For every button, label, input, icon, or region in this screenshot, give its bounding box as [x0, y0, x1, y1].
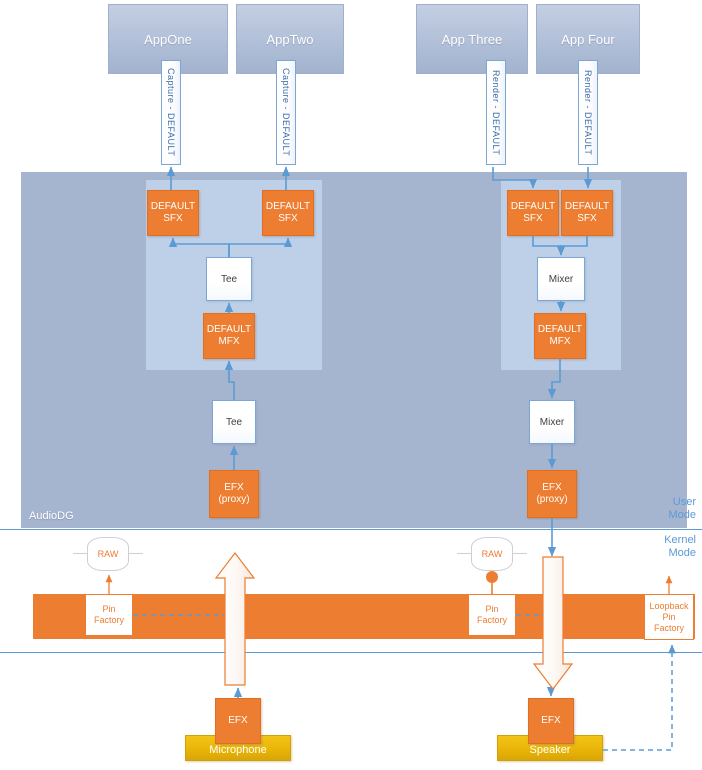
- raw-node-render[interactable]: RAW: [471, 537, 513, 571]
- box-line-1: EFX: [224, 482, 244, 493]
- box-line-1: EFX: [541, 715, 561, 726]
- raw-label: RAW: [481, 549, 503, 559]
- endpoint-strip-render-appfour[interactable]: Render - DEFAULT: [578, 60, 598, 165]
- user-kernel-boundary-line-bottom: [0, 652, 702, 653]
- raw-render-stub-right: [513, 553, 527, 554]
- app-label: AppOne: [144, 31, 192, 47]
- raw-render-connector-dot: [486, 571, 498, 583]
- pin-line-2: Factory: [93, 615, 124, 625]
- box-line-1: DEFAULT: [265, 201, 311, 212]
- render-mixer-outer[interactable]: Mixer: [529, 400, 575, 444]
- kernel-mode-line-2: Mode: [668, 547, 696, 559]
- box-label: Mixer: [539, 416, 565, 428]
- audiodg-label: AudioDG: [29, 510, 74, 522]
- device-speaker[interactable]: Speaker: [497, 735, 603, 761]
- capture-default-sfx-right[interactable]: DEFAULT SFX: [262, 190, 314, 236]
- capture-default-sfx-left[interactable]: DEFAULT SFX: [147, 190, 199, 236]
- device-label: Microphone: [209, 744, 267, 756]
- raw-label: RAW: [97, 549, 119, 559]
- app-box-appthree[interactable]: App Three: [416, 4, 528, 74]
- raw-node-capture[interactable]: RAW: [87, 537, 129, 571]
- box-line-2: (proxy): [536, 494, 568, 505]
- raw-capture-block-arrow: [214, 552, 256, 686]
- user-kernel-boundary-line-top: [0, 529, 702, 530]
- pin-line-1: Pin: [485, 604, 499, 614]
- app-label: AppTwo: [266, 31, 314, 47]
- microphone-efx[interactable]: EFX: [215, 698, 261, 744]
- speaker-efx[interactable]: EFX: [528, 698, 574, 744]
- box-label: Tee: [220, 273, 238, 285]
- user-mode-line-2: Mode: [668, 509, 696, 521]
- box-line-2: SFX: [163, 213, 183, 224]
- box-label: Tee: [225, 416, 243, 428]
- box-line-1: EFX: [228, 715, 248, 726]
- raw-render-block-arrow: [532, 556, 574, 690]
- device-label: Speaker: [529, 744, 571, 756]
- capture-tee-outer[interactable]: Tee: [212, 400, 256, 444]
- user-mode-label: User Mode: [640, 496, 696, 522]
- loopback-line-1: Loopback: [649, 600, 689, 611]
- endpoint-strip-capture-appone[interactable]: Capture - DEFAULT: [161, 60, 181, 165]
- box-line-2: SFX: [577, 213, 597, 224]
- endpoint-strip-render-appthree[interactable]: Render - DEFAULT: [486, 60, 506, 165]
- capture-tee-inner[interactable]: Tee: [206, 257, 252, 301]
- endpoint-label: Render - DEFAULT: [583, 69, 593, 156]
- box-line-1: DEFAULT: [564, 201, 610, 212]
- box-label: Mixer: [548, 273, 574, 285]
- endpoint-label: Capture - DEFAULT: [281, 68, 291, 157]
- loopback-line-3: Factory: [653, 622, 684, 633]
- render-mixer-inner[interactable]: Mixer: [537, 257, 585, 301]
- render-default-mfx[interactable]: DEFAULT MFX: [534, 313, 586, 359]
- endpoint-label: Render - DEFAULT: [491, 69, 501, 156]
- box-line-1: DEFAULT: [537, 324, 583, 335]
- endpoint-label: Capture - DEFAULT: [166, 68, 176, 157]
- pin-factory-capture[interactable]: Pin Factory: [85, 594, 133, 636]
- raw-capture-stub-left: [73, 553, 87, 554]
- raw-capture-stub-right: [129, 553, 143, 554]
- box-line-2: SFX: [523, 213, 543, 224]
- raw-render-stub-left: [457, 553, 471, 554]
- loopback-line-2: Pin: [662, 611, 676, 622]
- endpoint-strip-capture-apptwo[interactable]: Capture - DEFAULT: [276, 60, 296, 165]
- user-mode-line-1: User: [672, 496, 696, 508]
- kernel-driver-band: [33, 594, 695, 639]
- box-line-1: DEFAULT: [206, 324, 252, 335]
- app-label: App Four: [561, 31, 615, 47]
- loopback-dashed-path: [603, 644, 676, 751]
- render-default-sfx-left[interactable]: DEFAULT SFX: [507, 190, 559, 236]
- box-line-1: EFX: [542, 482, 562, 493]
- box-line-2: SFX: [278, 213, 298, 224]
- box-line-2: MFX: [218, 336, 240, 347]
- kernel-mode-line-1: Kernel: [664, 534, 696, 546]
- kernel-mode-label: Kernel Mode: [640, 534, 696, 560]
- box-line-2: MFX: [549, 336, 571, 347]
- box-line-2: (proxy): [218, 494, 250, 505]
- capture-default-mfx[interactable]: DEFAULT MFX: [203, 313, 255, 359]
- app-label: App Three: [441, 31, 503, 47]
- box-line-1: DEFAULT: [150, 201, 196, 212]
- box-line-1: DEFAULT: [510, 201, 556, 212]
- render-efx-proxy[interactable]: EFX (proxy): [527, 470, 577, 518]
- loopback-pin-factory[interactable]: Loopback Pin Factory: [644, 594, 694, 640]
- render-default-sfx-right[interactable]: DEFAULT SFX: [561, 190, 613, 236]
- pin-line-1: Pin: [102, 604, 116, 614]
- capture-efx-proxy[interactable]: EFX (proxy): [209, 470, 259, 518]
- pin-line-2: Factory: [476, 615, 507, 625]
